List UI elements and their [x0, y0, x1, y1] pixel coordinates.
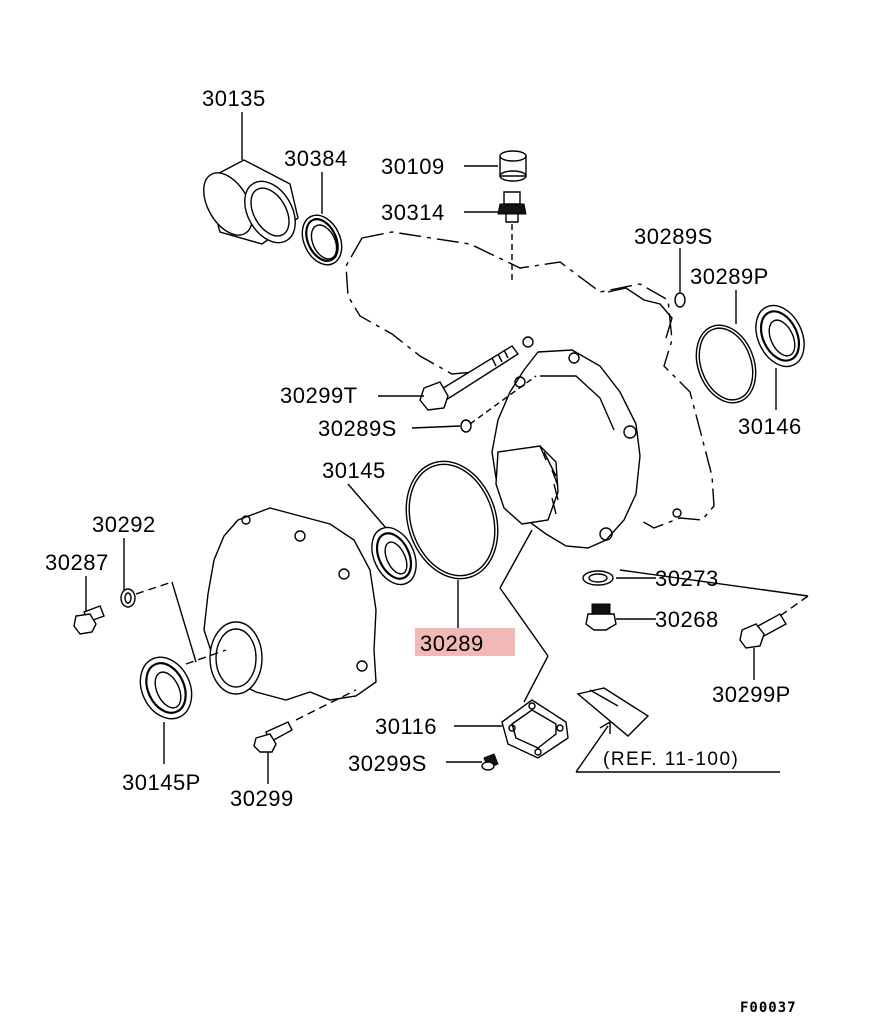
callout-30289P[interactable]: 30289P	[690, 264, 769, 289]
bolt-30299T	[419, 345, 520, 411]
cap-30109	[499, 150, 527, 182]
oil-seal-30145	[371, 526, 417, 586]
callout-30145P[interactable]: 30145P	[122, 770, 201, 795]
ref-pipe	[576, 687, 650, 737]
gasket-30116	[501, 699, 569, 759]
o-ring-30289	[405, 460, 499, 580]
callout-30145[interactable]: 30145	[322, 458, 386, 483]
highlight-box	[415, 628, 515, 656]
callout-30299P[interactable]: 30299P	[712, 682, 791, 707]
callout-30289[interactable]: 30289	[420, 631, 484, 656]
sleeve-30135	[203, 159, 299, 245]
callout-30273[interactable]: 30273	[655, 566, 719, 591]
callout-30109[interactable]: 30109	[381, 154, 445, 179]
o-ring-30289S-top	[674, 292, 686, 308]
o-ring-30289S-mid	[460, 419, 472, 433]
callout-30384[interactable]: 30384	[284, 146, 348, 171]
bolt-30299	[253, 721, 293, 753]
callout-30289S-top[interactable]: 30289S	[634, 224, 713, 249]
washer-30292	[120, 588, 136, 608]
callout-30268[interactable]: 30268	[655, 607, 719, 632]
bolt-30299P	[739, 613, 787, 649]
oil-seal-30384	[301, 214, 343, 266]
callout-30287[interactable]: 30287	[45, 550, 109, 575]
drain-plug-30268	[585, 603, 617, 631]
bolt-30299S-bottom	[481, 753, 499, 771]
oil-seal-30146	[755, 304, 805, 368]
oil-seal-30145P	[139, 656, 193, 720]
rear-cover-housing	[491, 349, 641, 549]
callout-30314[interactable]: 30314	[381, 200, 445, 225]
o-ring-30289P	[695, 324, 757, 404]
front-cover-housing	[203, 507, 377, 701]
callout-30292[interactable]: 30292	[92, 512, 156, 537]
washer-30273	[582, 570, 614, 586]
callout-30299[interactable]: 30299	[230, 786, 294, 811]
callout-30135[interactable]: 30135	[202, 86, 266, 111]
callout-30299S-bottom[interactable]: 30299S	[348, 751, 427, 776]
callout-30289S-mid[interactable]: 30289S	[318, 416, 397, 441]
reference-note[interactable]: (REF. 11-100)	[603, 749, 739, 770]
callout-30116[interactable]: 30116	[375, 714, 437, 739]
callout-labels: 30135 30384 30109 30314 30289S 30289P 30…	[45, 86, 802, 811]
callout-30299T[interactable]: 30299T	[280, 383, 358, 408]
figure-code: F00037	[740, 1000, 797, 1016]
bolt-30287	[73, 605, 105, 635]
callout-30146[interactable]: 30146	[738, 414, 802, 439]
leader-lines	[85, 112, 809, 784]
plug-30314	[497, 191, 527, 223]
